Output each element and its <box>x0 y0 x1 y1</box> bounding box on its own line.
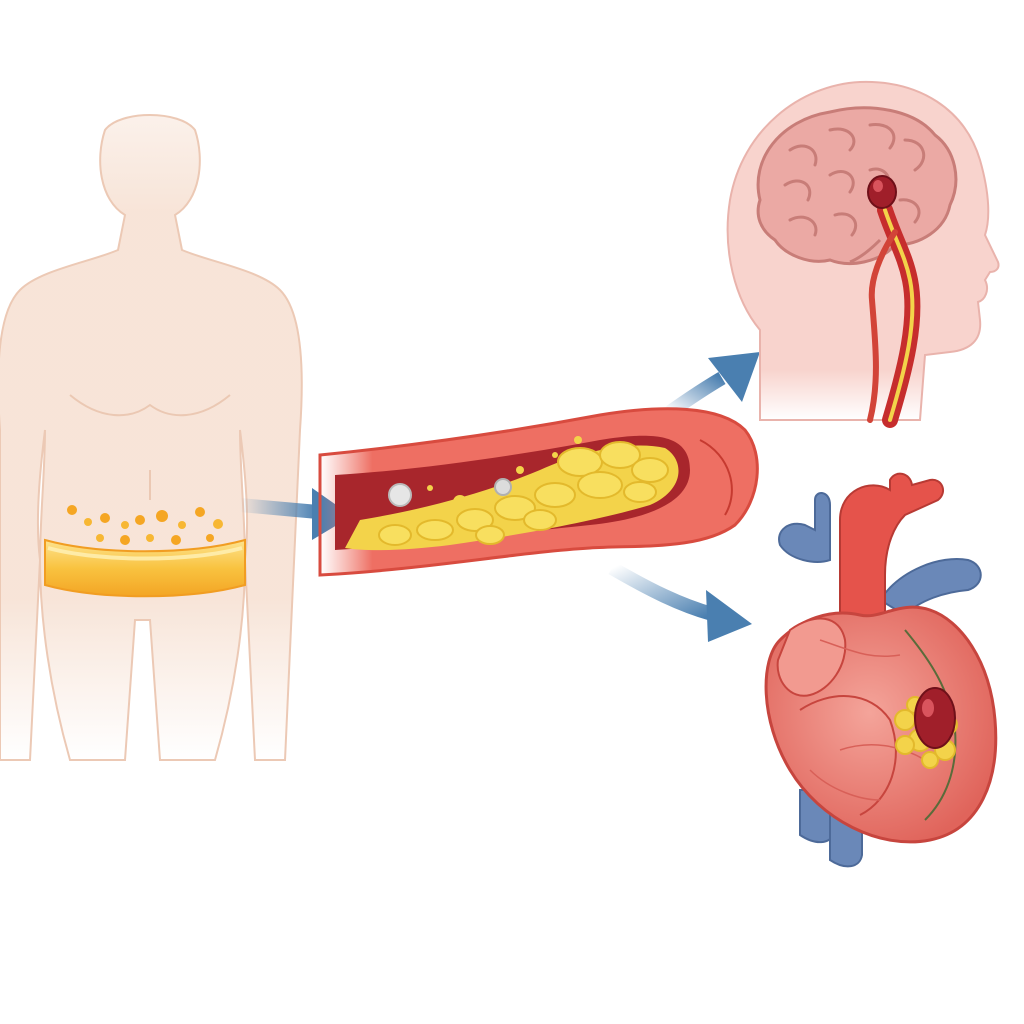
lipid-particle <box>453 495 467 509</box>
blood-cell <box>388 483 412 507</box>
human-torso <box>0 114 303 761</box>
brain-clot <box>867 175 897 209</box>
fat-droplet <box>67 505 77 515</box>
fat-droplet <box>146 534 154 542</box>
abdominal-fat-band <box>44 538 246 598</box>
plaque-deposit <box>345 441 679 551</box>
heart-clot <box>914 687 956 749</box>
carotid-artery <box>867 202 921 428</box>
fat-droplet <box>178 521 186 529</box>
brain <box>756 106 958 265</box>
torso-silhouette <box>0 114 303 761</box>
pulmonary-vein <box>878 558 982 617</box>
fat-droplet <box>120 535 130 545</box>
lipid-particle <box>516 466 524 474</box>
lipid-particle <box>427 485 433 491</box>
heart-surface-veins <box>809 639 926 801</box>
arrow-artery-to-heart <box>608 561 752 642</box>
fat-droplet <box>121 521 129 529</box>
fat-droplet <box>171 535 181 545</box>
artery-wall-detail <box>699 439 733 516</box>
artery-cross-section <box>318 407 759 577</box>
coronary-line <box>799 695 897 816</box>
aorta <box>839 472 945 627</box>
lipid-particle <box>552 452 558 458</box>
fat-droplet <box>156 510 168 522</box>
abdominal-fat-droplets <box>67 505 223 545</box>
arrow-artery-to-brain <box>665 352 760 418</box>
right-atrium <box>776 617 847 697</box>
fat-droplet <box>195 507 205 517</box>
chest-line <box>69 394 231 417</box>
fat-droplet <box>213 519 223 529</box>
blood-cell <box>494 478 512 496</box>
fat-droplet <box>96 534 104 542</box>
heart <box>764 472 998 868</box>
fat-droplet <box>100 513 110 523</box>
fat-droplet <box>135 515 145 525</box>
fat-droplet <box>84 518 92 526</box>
superior-vena-cava <box>778 492 831 563</box>
fat-droplet <box>206 534 214 542</box>
lipid-particle <box>574 436 582 444</box>
